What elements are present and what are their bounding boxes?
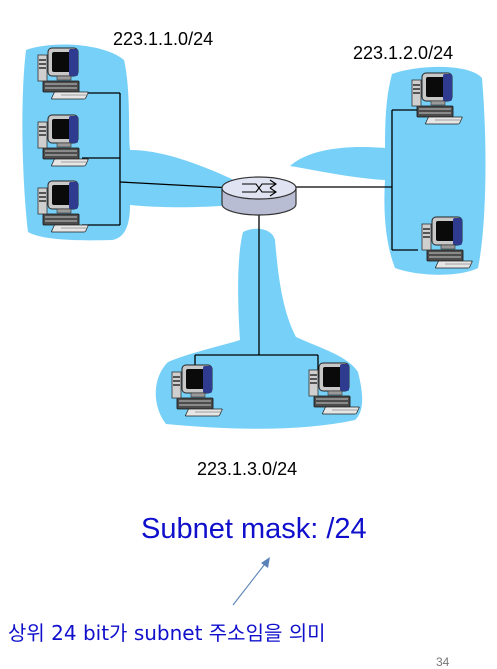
prefix-meaning-caption: 상위 24 bit가 subnet 주소임을 의미 bbox=[8, 621, 326, 645]
page-number: 34 bbox=[436, 655, 450, 669]
router-icon bbox=[221, 176, 297, 216]
links bbox=[82, 92, 418, 378]
pointer-arrow bbox=[232, 557, 270, 606]
subnet-label-3: 223.1.3.0/24 bbox=[197, 459, 298, 479]
subnet-label-2: 223.1.2.0/24 bbox=[353, 43, 454, 63]
subnet-label-1: 223.1.1.0/24 bbox=[113, 29, 214, 49]
subnet-mask-caption: Subnet mask: /24 bbox=[141, 513, 367, 545]
